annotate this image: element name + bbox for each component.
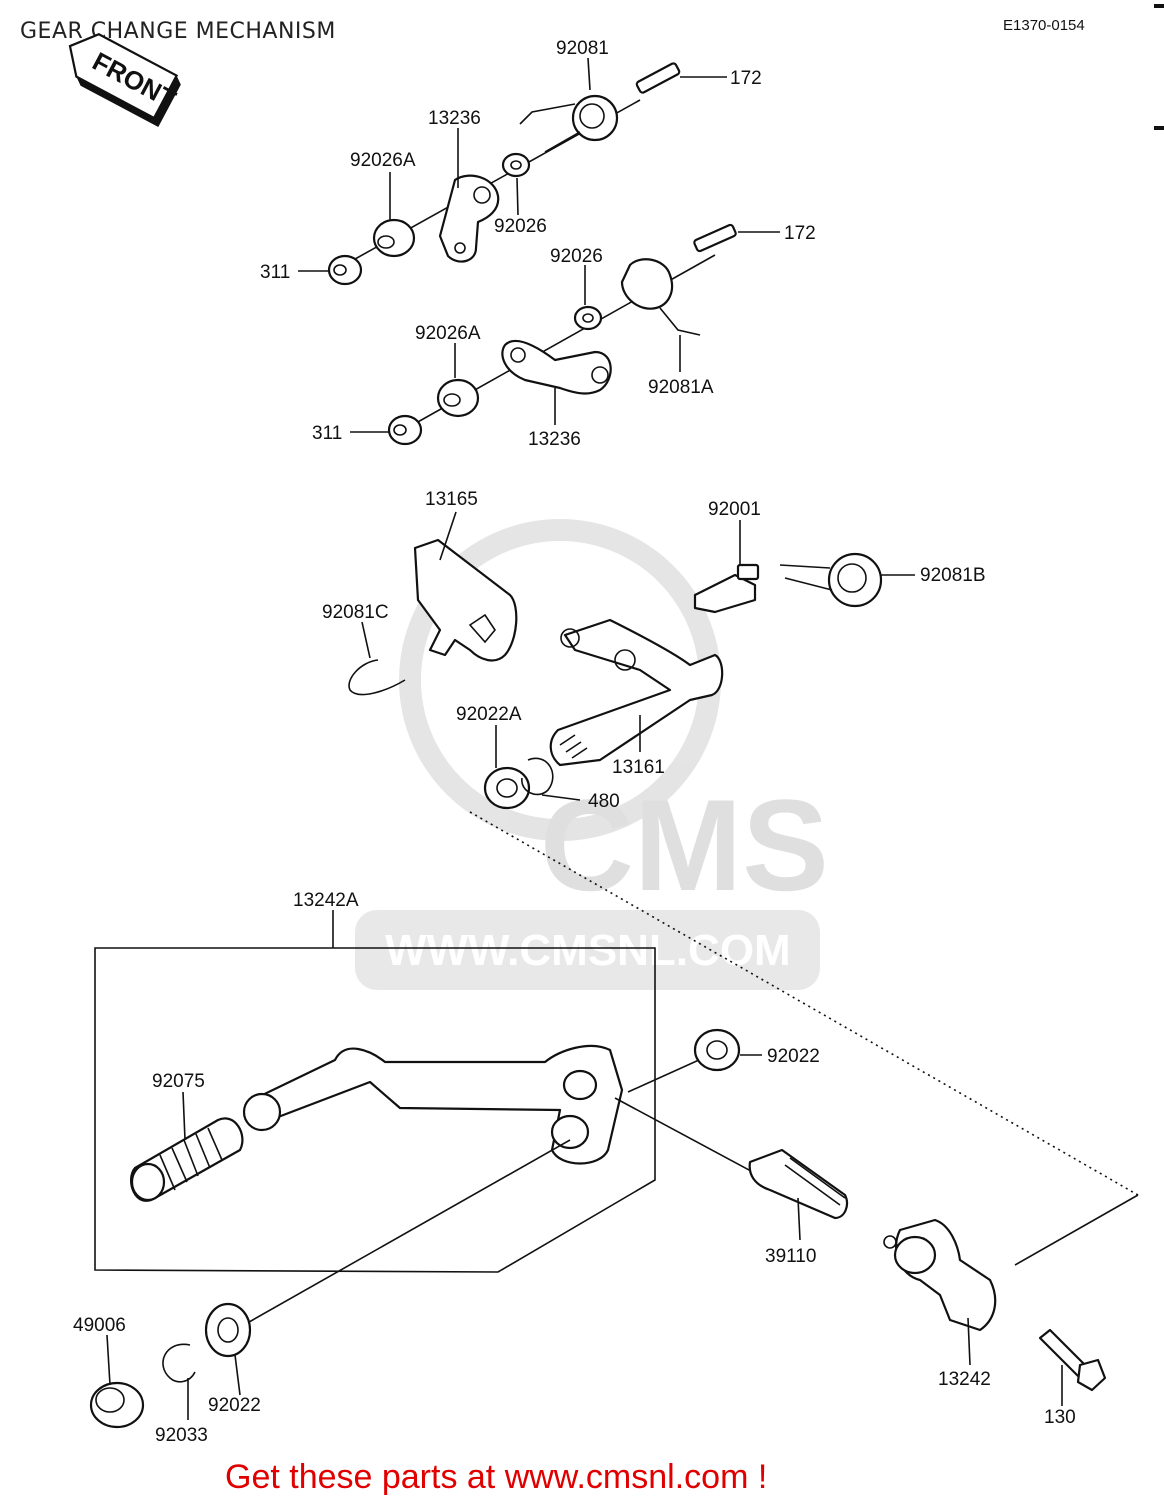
label-92001: 92001 [708,499,761,520]
diagram-code: E1370-0154 [1003,17,1085,34]
label-13236-top: 13236 [428,108,481,129]
nut-311-mid-icon [387,414,423,446]
watermark-brand: CMS [540,772,829,918]
label-92033: 92033 [155,1425,208,1446]
cta-link[interactable]: Get these parts at www.cmsnl.com ! [225,1458,767,1496]
bolt-130-icon [1038,1328,1107,1392]
page-title: GEAR CHANGE MECHANISM [20,19,336,44]
edge-mark-mid [1154,126,1164,130]
pedal-13242A-icon [242,1044,624,1165]
label-92026-mid: 92026 [550,246,603,267]
label-13242A: 13242A [293,890,359,911]
label-172-mid: 172 [784,223,816,244]
washer-92026-top-icon [501,152,531,178]
bolt-92001-icon [693,563,760,614]
washer-92022-right-icon [693,1028,741,1072]
label-92026-top: 92026 [494,216,547,237]
label-92022A: 92022A [456,704,522,725]
label-480: 480 [588,791,620,812]
washer-92022A-icon [483,766,531,810]
label-49006: 49006 [73,1315,126,1336]
label-172-top: 172 [730,68,762,89]
plate-13165-icon [413,538,518,662]
label-13161: 13161 [612,757,665,778]
lever-13236-mid-icon [501,339,612,395]
label-92081: 92081 [556,38,609,59]
nut-311-top-icon [327,254,363,286]
label-311-top: 311 [260,262,290,283]
circlip-480-icon [521,757,554,796]
washer-92026-mid-icon [573,305,603,331]
edge-mark-top [1154,4,1164,8]
part-labels: 92081 172 13236 92026A 92026 311 172 920… [73,38,1076,1446]
spring-92081A-icon [620,258,701,336]
label-39110: 39110 [765,1246,816,1267]
label-92026A-mid: 92026A [415,323,481,344]
spring-92081C-icon [348,659,406,696]
watermark: CMS WWW.CMSNL.COM [355,519,829,990]
label-92081C: 92081C [322,602,389,623]
washer-92022-bottom-icon [204,1302,252,1358]
cap-49006-icon [89,1381,145,1429]
label-92081A: 92081A [648,377,714,398]
label-311-mid: 311 [312,423,342,444]
watermark-url: WWW.CMSNL.COM [385,926,791,975]
label-92081B: 92081B [920,565,986,586]
rod-39110-icon [748,1148,849,1220]
joint-13242-icon [883,1218,997,1332]
lever-13236-top-icon [438,174,500,263]
spring-92081-icon [519,94,619,153]
pin-172-mid-icon [693,223,737,253]
clip-92033-icon [162,1343,196,1383]
label-13236-mid: 13236 [528,429,581,450]
frame-13242A [94,947,656,1273]
label-92075: 92075 [152,1071,205,1092]
collar-92026A-mid-icon [436,378,480,418]
label-130: 130 [1044,1407,1076,1428]
label-13165: 13165 [425,489,478,510]
label-92022-right: 92022 [767,1046,820,1067]
pin-172-top-icon [635,62,681,94]
label-92026A-top: 92026A [350,150,416,171]
collar-92026A-top-icon [372,218,416,258]
spring-92081B-icon [779,552,883,608]
label-92022-bottom: 92022 [208,1395,261,1416]
leader-lines [106,57,1063,1420]
shaft-13161-icon [549,618,724,767]
rubber-92075-icon [130,1117,244,1202]
label-13242: 13242 [938,1369,991,1390]
